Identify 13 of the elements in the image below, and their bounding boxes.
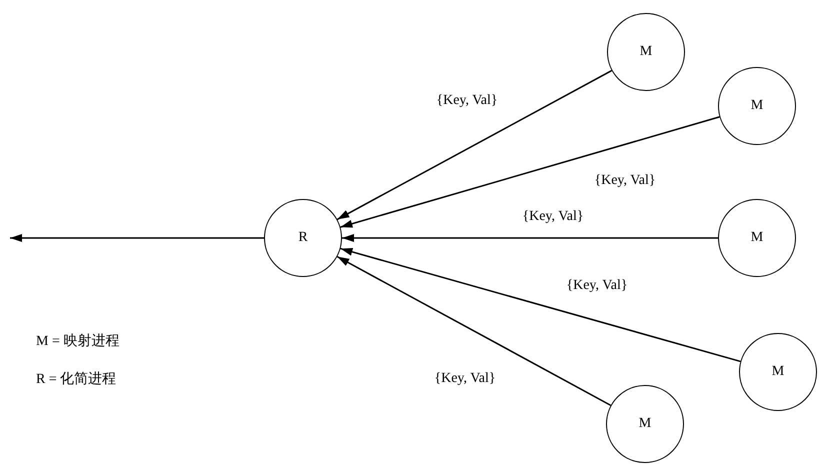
arrow	[340, 248, 741, 362]
process-circle: M	[606, 385, 684, 463]
legend-note: R = 化简进程	[36, 370, 116, 388]
process-circle: M	[718, 199, 796, 277]
arrow	[10, 234, 264, 242]
process-circle: M	[607, 13, 685, 91]
process-circle: M	[718, 67, 796, 145]
arrow	[342, 234, 718, 242]
process-circle: M	[739, 333, 817, 411]
arrow	[336, 70, 612, 220]
legend-note: M = 映射进程	[36, 332, 120, 350]
process-circle: R	[264, 199, 342, 277]
arrow	[340, 116, 720, 228]
